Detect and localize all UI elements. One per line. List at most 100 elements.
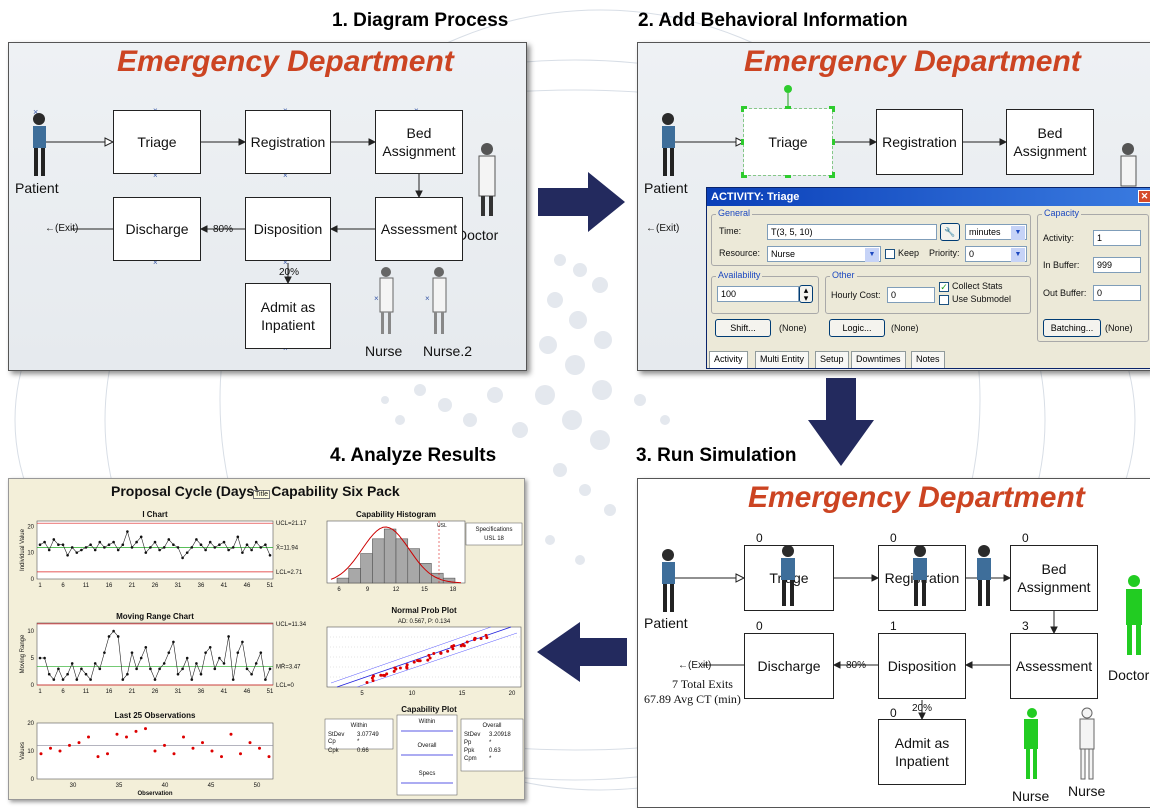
tab-multi-entity[interactable]: Multi Entity [755,351,810,368]
last25-point [77,741,81,745]
mr-chart-point [149,667,152,671]
registration-box-2[interactable]: Registration [876,109,963,175]
assessment-box[interactable]: Assessment [375,197,463,261]
last25-point [201,741,204,745]
last25-point [39,752,43,756]
i-chart-xtick: 16 [106,583,113,589]
tab-setup[interactable]: Setup [815,351,849,368]
close-icon[interactable]: ✕ [1138,190,1150,203]
time-unit-select[interactable]: minutes ▼ [965,224,1027,240]
bed-assignment-box[interactable]: Bed Assignment [375,110,463,174]
assessment-box-3[interactable]: Assessment [1010,633,1098,699]
within-cpk-label: Cpk [328,748,340,754]
bed-assignment-box-3[interactable]: Bed Assignment [1010,545,1098,611]
within-stdev: 3.07749 [357,732,379,738]
i-chart-xtick: 6 [61,583,65,589]
discharge-box-3[interactable]: Discharge [744,633,834,699]
dialog-titlebar[interactable]: ACTIVITY: Triage ✕ [707,188,1150,206]
pct-80-label-3: 80% [846,660,867,671]
collect-stats-label: Collect Stats [952,281,1003,291]
normprob-point [446,649,450,653]
overall-pp: * [489,740,492,746]
i-chart-point [93,548,97,552]
panel-analyze-results: Proposal Cycle (Days) - Capability Six P… [8,478,525,800]
chevron-down-icon[interactable]: ▼ [1011,226,1025,240]
availability-spinner[interactable]: ▴▾ [799,285,813,303]
disposition-box-3[interactable]: Disposition [878,633,966,699]
last25-ytick: 10 [27,749,34,755]
last25-point [49,746,52,750]
activity-cap-input[interactable]: 1 [1093,230,1141,246]
bed-assignment-box-2[interactable]: Bed Assignment [1006,109,1094,175]
inbuffer-input[interactable]: 999 [1093,257,1141,273]
step-2-heading: 2. Add Behavioral Information [638,10,908,31]
doctor-icon-2 [1120,143,1137,187]
tab-notes[interactable]: Notes [911,351,945,368]
mr-chart-point [222,662,226,665]
batching-button[interactable]: Batching... [1043,319,1101,337]
mr-chart-xtick: 46 [244,689,251,695]
admit-box-3[interactable]: Admit as Inpatient [878,719,966,785]
admit-line1-3: Admit as [894,735,950,751]
admit-inpatient-box[interactable]: Admit as Inpatient [245,283,331,349]
triage-box[interactable]: Triage [113,110,201,174]
time-input[interactable]: T(3, 5, 10) [767,224,937,240]
i-chart-point [213,546,217,549]
tab-downtimes[interactable]: Downtimes [851,351,906,368]
svg-text:×: × [374,294,379,303]
step-1-heading: 1. Diagram Process [332,10,509,31]
disposition-count: 1 [890,619,897,633]
time-builder-icon[interactable]: 🔧 [940,223,960,241]
i-chart-point [208,540,212,544]
chevron-down-icon[interactable]: ▼ [1011,248,1025,262]
discharge-box[interactable]: Discharge [113,197,201,261]
tab-activity[interactable]: Activity [709,351,748,368]
normprob-point [412,660,416,664]
i-chart-ytick: 0 [31,577,35,583]
admit-line1: Admit as [260,299,316,315]
svg-text:×: × [153,171,158,180]
general-group: General [711,208,1031,266]
mr-chart-title: Moving Range Chart [116,612,194,621]
disposition-box[interactable]: Disposition [245,197,331,261]
collect-stats-checkbox[interactable]: ✓ [939,282,949,292]
other-group: Other [825,270,1031,314]
avg-ct-label: Avg CT (min) [673,692,741,706]
mr-chart-point [52,678,56,681]
priority-select[interactable]: 0 ▼ [965,246,1027,262]
histogram-bar [407,548,420,584]
total-exits-value: 7 [672,677,678,691]
resource-label: Resource: [719,248,761,258]
use-submodel-checkbox[interactable] [939,295,949,305]
i-chart-point [144,551,148,554]
svg-text:×: × [153,258,158,267]
exit-label-2: ←(Exit) [646,223,680,234]
shift-button[interactable]: Shift... [715,319,771,337]
mr-chart-point [84,672,88,676]
last25-ytick: 20 [27,721,34,727]
i-chart-point [84,546,88,549]
chevron-down-icon[interactable]: ▼ [865,248,879,262]
i-chart-point [236,535,240,539]
outbuffer-input[interactable]: 0 [1093,285,1141,301]
hourly-cost-input[interactable]: 0 [887,287,935,303]
registration-box[interactable]: Registration [245,110,331,174]
last25-point [210,749,214,753]
histogram-title: Capability Histogram [356,510,436,519]
availability-input[interactable]: 100 [717,286,799,302]
triage-box-selected[interactable]: Triage [744,109,832,175]
mr-chart-point [121,678,125,681]
mr-chart-point [236,651,240,654]
mr-chart-ytick: 10 [27,629,34,635]
i-chart-point [167,538,171,541]
exit-label-3: ←(Exit) [678,660,712,671]
logic-button[interactable]: Logic... [829,319,885,337]
mr-chart-xtick: 6 [61,689,65,695]
resource-select[interactable]: Nurse ▼ [767,246,881,262]
i-chart-point [231,546,235,549]
registration-count: 0 [890,531,897,545]
overall-cpm-label: Cpm [464,756,477,762]
keep-checkbox[interactable] [885,249,895,259]
i-chart-xtick: 26 [152,583,159,589]
